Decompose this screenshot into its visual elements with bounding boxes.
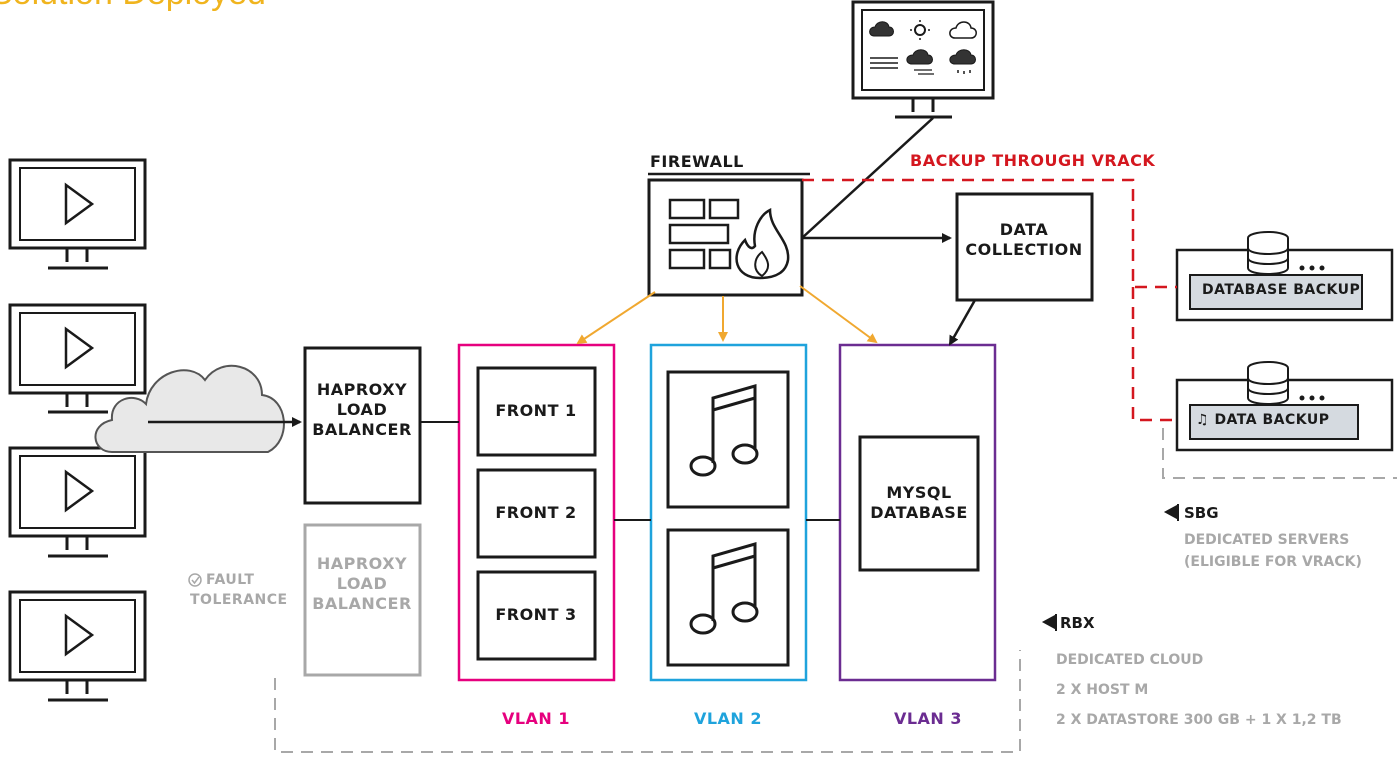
vlan3-label: VLAN 3 [893, 709, 963, 728]
rbx-line-2: 2 X HOST M [1056, 682, 1149, 698]
rbx-line-3: 2 X DATASTORE 300 GB + 1 X 1,2 TB [1056, 712, 1342, 728]
client-monitor-1 [8, 158, 147, 270]
database-backup-storage [1175, 231, 1394, 322]
front1-label: FRONT 1 [495, 401, 577, 420]
monitor-play-icon [64, 182, 95, 226]
mysql-box [858, 435, 980, 572]
monitor-play-icon [64, 326, 95, 370]
data-backup-storage [1175, 361, 1394, 452]
database-icon [1247, 361, 1289, 405]
data-backup-label: ♫ DATA BACKUP [1196, 412, 1330, 428]
haproxy-secondary-box [303, 523, 422, 677]
front2-label: FRONT 2 [495, 503, 577, 522]
backup-link-label: BACKUP THROUGH VRACK [910, 151, 1156, 170]
front3-label: FRONT 3 [495, 605, 577, 624]
monitor-play-icon [64, 469, 95, 513]
sbg-line-2: (ELIGIBLE FOR VRACK) [1184, 554, 1362, 570]
monitor-play-icon [64, 613, 95, 657]
data-collection-box [955, 192, 1094, 302]
vlan2-label: VLAN 2 [693, 709, 763, 728]
rbx-heading: RBX [1060, 614, 1095, 632]
haproxy-primary-box [303, 346, 422, 505]
rbx-pointer-icon [1041, 614, 1057, 631]
sbg-heading: SBG [1184, 504, 1219, 522]
music-server-2 [666, 528, 790, 667]
vlan3-container [838, 343, 997, 682]
vlan1-container [457, 343, 616, 682]
check-circle-icon [188, 573, 202, 587]
client-monitor-4 [8, 590, 147, 702]
vlan2-container [649, 343, 808, 682]
fault-tolerance-label: FAULT TOLERANCE [190, 572, 288, 609]
firewall-label: FIREWALL [650, 152, 744, 171]
firewall-flame-icon [668, 198, 790, 280]
client-monitor-2 [8, 303, 147, 414]
rbx-line-1: DEDICATED CLOUD [1056, 652, 1204, 668]
database-icon [1247, 231, 1289, 275]
database-backup-label: DATABASE BACKUP [1202, 282, 1361, 298]
sbg-pointer-icon [1163, 504, 1179, 521]
sbg-line-1: DEDICATED SERVERS [1184, 532, 1350, 548]
cloud-icon [94, 364, 285, 453]
front1-box [476, 366, 597, 457]
music-note-icon: ♫ [1196, 412, 1210, 428]
connectors [148, 117, 1397, 753]
front3-box [476, 570, 597, 661]
music-note-icon [689, 542, 759, 635]
weather-display-icon [851, 0, 995, 119]
music-note-icon [689, 384, 759, 477]
front2-box [476, 468, 597, 559]
client-monitor-3 [8, 446, 147, 558]
vlan1-label: VLAN 1 [501, 709, 571, 728]
page-title: Solution Deployed [0, 0, 266, 13]
music-server-1 [666, 370, 790, 509]
firewall-box [647, 172, 810, 297]
